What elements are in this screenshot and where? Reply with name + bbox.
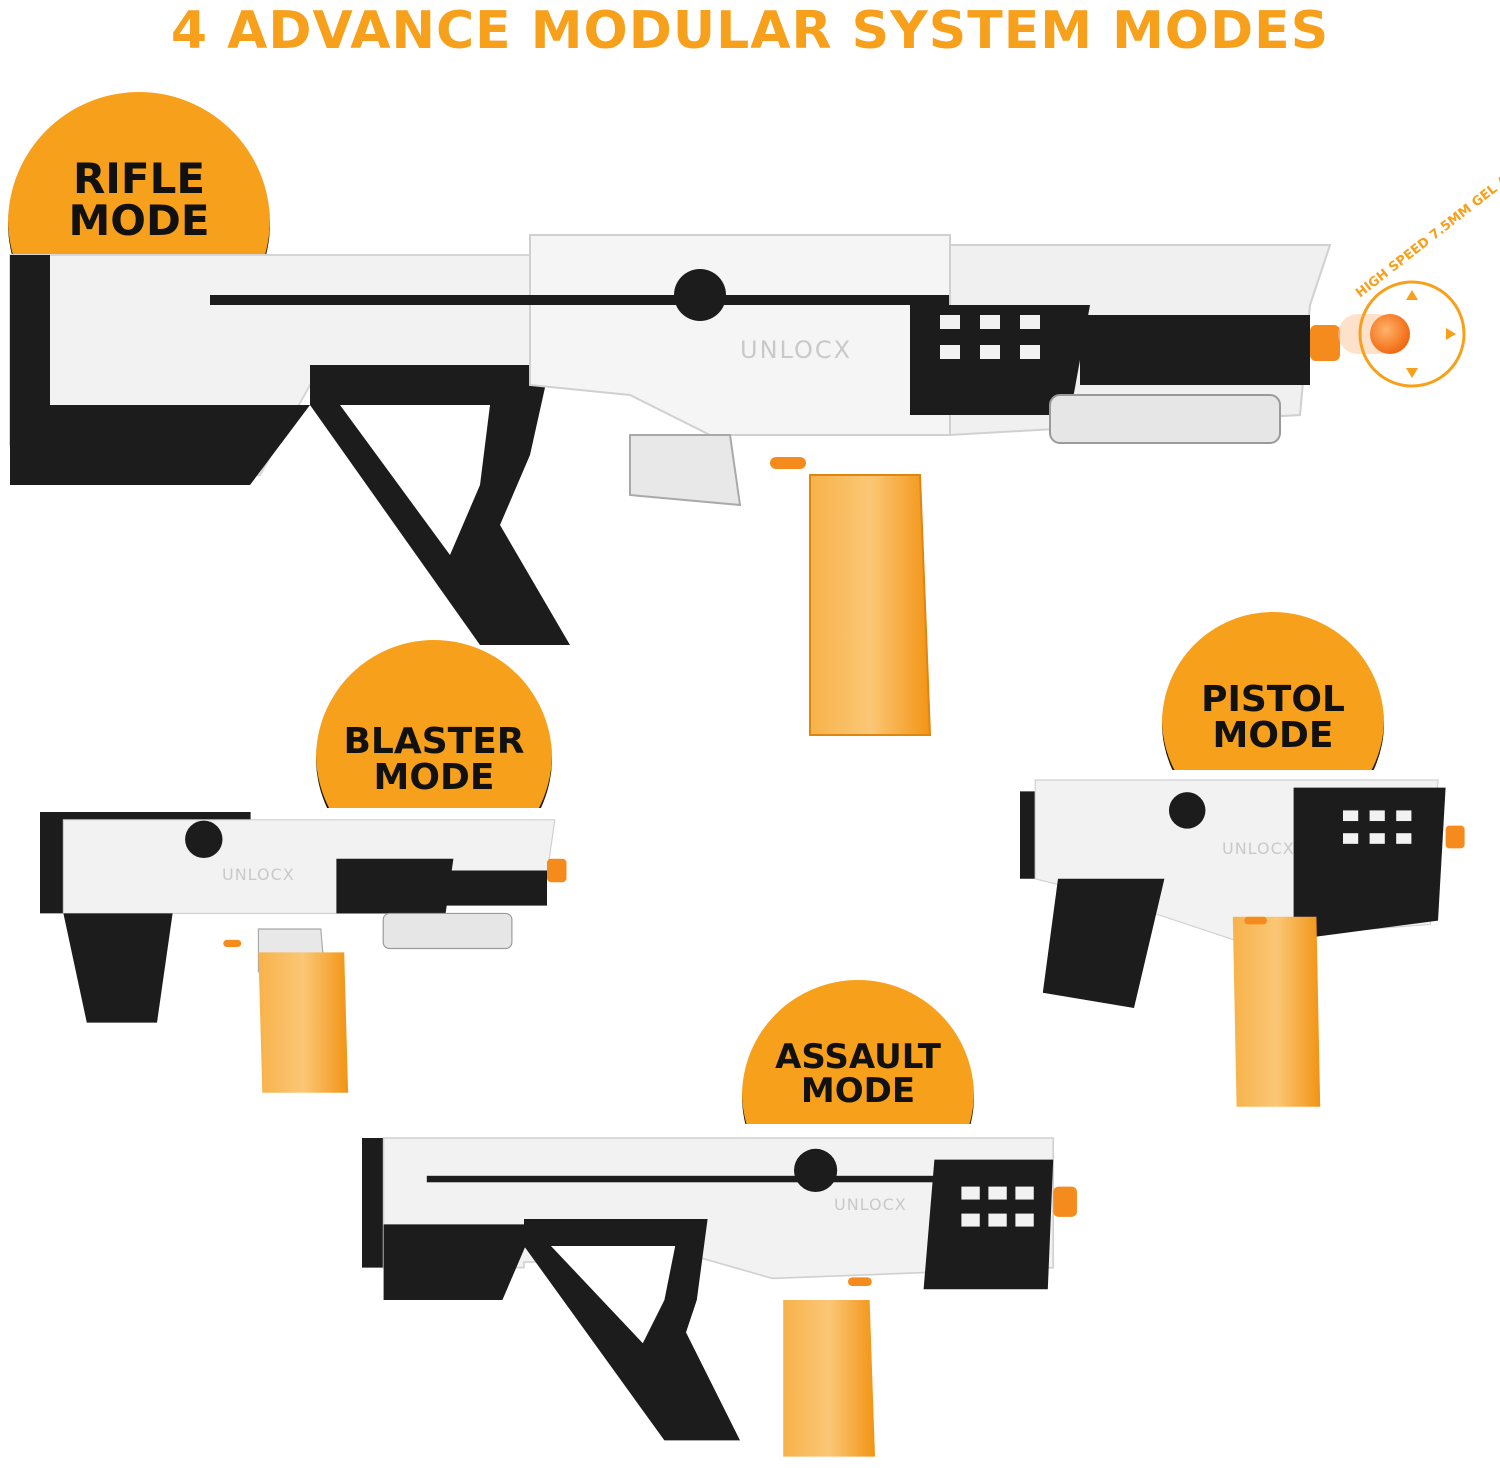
rifle-mode-label-line1: RIFLE [72,154,206,203]
blaster-mode-illustration [40,812,567,1093]
blaster-mode-label-line1: BLASTER [343,721,525,762]
gel-ammo-illustration [1338,280,1466,388]
pistol-mode-badge: PISTOL MODE [1162,612,1384,770]
pistol-mode-label-line2: MODE [1212,715,1334,756]
ammo-callout-text: HIGH SPEED 7.5MM GEL AMMO [1353,150,1500,301]
rifle-mode-badge: RIFLE MODE [8,92,270,262]
page-title: 4 ADVANCE MODULAR SYSTEM MODES [170,1,1330,61]
pistol-mode-illustration [1020,779,1465,1107]
assault-mode-label-line2: MODE [800,1071,916,1111]
assault-brand-mark: UNLOCX [834,1195,907,1214]
blaster-mode-badge: BLASTER MODE [316,640,552,808]
rifle-blaster-illustration [9,234,1341,736]
assault-mode-badge: ASSAULT MODE [742,980,974,1124]
assault-mode-label-line1: ASSAULT [775,1037,941,1077]
blaster-mode-label-line2: MODE [373,757,495,798]
rifle-brand-mark: UNLOCX [740,336,852,364]
rifle-mode-label-line2: MODE [68,196,210,245]
pistol-brand-mark: UNLOCX [1222,839,1295,858]
blaster-brand-mark: UNLOCX [222,865,295,884]
assault-mode-illustration [362,1137,1077,1457]
pistol-mode-label-line1: PISTOL [1201,679,1345,720]
